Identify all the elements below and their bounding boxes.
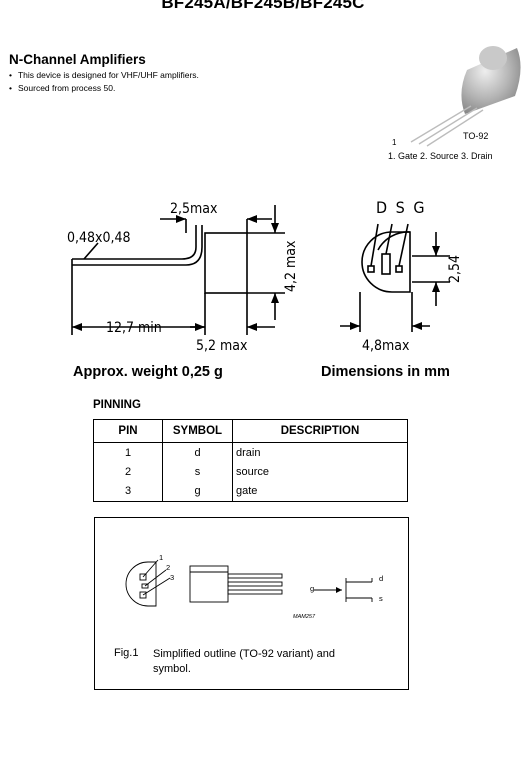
col-header-description: DESCRIPTION	[232, 419, 408, 443]
figure-pin-1: 1	[159, 553, 164, 562]
section-title: N-Channel Amplifiers	[9, 52, 146, 67]
figure-box	[94, 517, 409, 690]
figure-pin-3: 3	[170, 573, 175, 582]
table-row: 1 d drain	[94, 442, 408, 462]
lead-size-label: 0,48x0,48	[67, 230, 131, 246]
description-cell: drain	[232, 442, 408, 462]
pin-cell: 1	[124, 446, 132, 459]
description-cell: source	[232, 462, 408, 481]
figure-outline-drawing	[125, 559, 373, 607]
units-note: Dimensions in mm	[321, 364, 450, 380]
figure-number: Fig.1	[114, 647, 139, 659]
symbol-drain-label: d	[379, 574, 384, 583]
table-row: 2 s source	[94, 462, 408, 481]
pinning-heading: PINNING	[93, 399, 141, 411]
col-header-pin: PIN	[93, 419, 163, 443]
feature-bullet-2: Sourced from process 50.	[9, 83, 115, 93]
col-header-symbol: SYMBOL	[162, 419, 233, 443]
part-numbers-title: BF245A/BF245B/BF245C	[161, 0, 365, 12]
table-header-row: PIN SYMBOL DESCRIPTION	[93, 419, 408, 443]
pin-legend: 1. Gate 2. Source 3. Drain	[388, 151, 493, 161]
dim-lead-length-label: 12,7 min	[106, 320, 162, 336]
symbol-cell: d	[162, 442, 233, 462]
figure-pin-2: 2	[166, 563, 171, 572]
side-view-drawing	[71, 205, 285, 335]
dim-width-label: 4,8max	[362, 338, 410, 354]
pinning-table: PIN SYMBOL DESCRIPTION 1 d drain 2 s sou…	[93, 419, 408, 502]
symbol-gate-label: g	[310, 584, 315, 593]
pin-letters-label: D S G	[376, 198, 427, 217]
figure-code: MAM257	[293, 614, 316, 620]
figure-caption: Simplified outline (TO-92 variant) and s…	[153, 648, 335, 675]
weight-note: Approx. weight 0,25 g	[73, 364, 223, 380]
table-row: 3 g gate	[94, 481, 408, 502]
pin-cell: 2	[124, 465, 132, 478]
feature-bullet-1: This device is designed for VHF/UHF ampl…	[9, 70, 199, 80]
pin-1-marker: 1	[392, 138, 397, 147]
end-view-drawing	[340, 223, 450, 332]
dim-top-label: 2,5max	[170, 201, 218, 217]
dim-height-label: 4,2 max	[283, 240, 299, 292]
to92-package-illustration	[410, 46, 521, 147]
dim-pitch-label: 2,54	[447, 254, 463, 283]
description-cell: gate	[232, 481, 408, 502]
dim-body-length-label: 5,2 max	[196, 338, 248, 354]
pin-cell: 3	[124, 485, 132, 497]
symbol-source-label: s	[379, 594, 383, 603]
symbol-cell: s	[162, 462, 233, 481]
package-name: TO-92	[463, 131, 489, 141]
symbol-cell: g	[162, 481, 233, 502]
